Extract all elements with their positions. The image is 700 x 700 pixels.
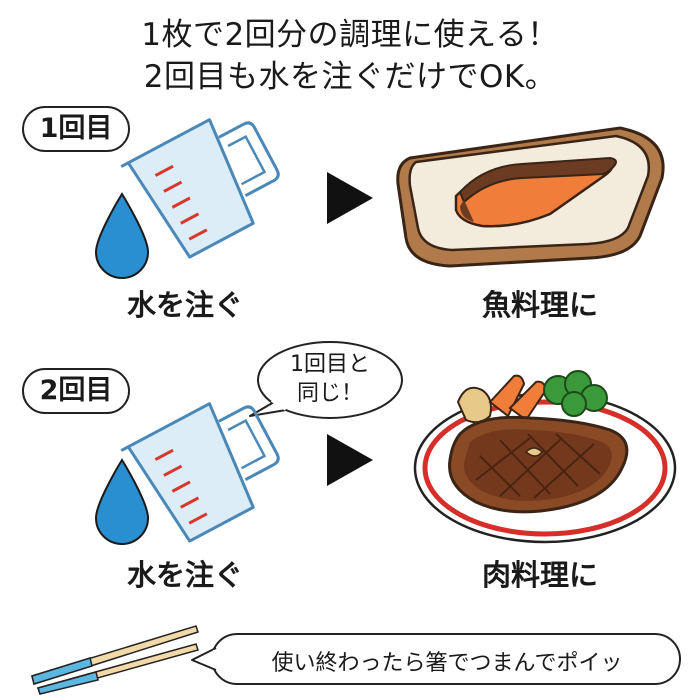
step-1-badge: 1回目 <box>22 106 130 152</box>
headline: 1枚で2回分の調理に使える！ 2回目も水を注ぐだけでOK。 <box>0 14 700 98</box>
chopsticks-icon <box>31 625 199 695</box>
measuring-cup-icon <box>120 118 280 259</box>
arrow-right-icon <box>327 434 373 486</box>
step-1-result-label: 魚料理に <box>481 288 598 322</box>
arrow-right-icon <box>327 172 373 224</box>
step-2-badge: 2回目 <box>22 368 130 414</box>
step-2-action-label: 水を注ぐ <box>126 558 243 592</box>
speech-bubble <box>249 341 403 419</box>
salmon-dish-icon <box>396 126 665 268</box>
speech-bubble-text: 1回目と 同じ！ <box>270 350 390 408</box>
measuring-cup-icon <box>120 402 280 543</box>
headline-line-1: 1枚で2回分の調理に使える！ <box>141 17 559 53</box>
speech-bubble-line-2: 同じ！ <box>296 381 363 406</box>
step-2-result-label: 肉料理に <box>481 558 598 592</box>
headline-line-2: 2回目も水を注ぐだけでOK。 <box>143 59 557 95</box>
tip-bubble <box>191 633 681 685</box>
tip-text: 使い終わったら箸でつまんでポイッ <box>271 651 623 676</box>
steak-dish-icon <box>413 370 677 544</box>
water-drop-icon <box>94 458 150 545</box>
step-1-action-label: 水を注ぐ <box>126 288 243 322</box>
speech-bubble-line-1: 1回目と <box>290 352 370 377</box>
water-drop-icon <box>94 192 150 279</box>
